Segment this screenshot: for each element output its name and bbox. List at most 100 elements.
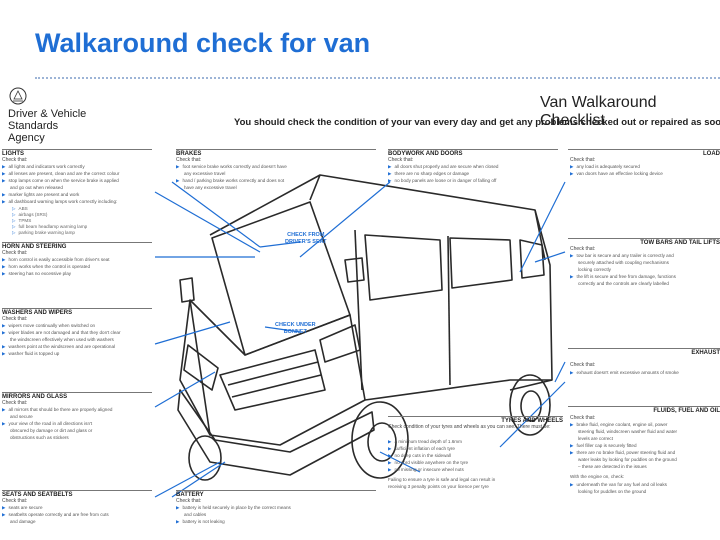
section-heading: SEATS AND SEATBELTS [2,490,152,498]
sub-item: ▷parking brake warning lamp [12,230,75,235]
list-item: levels are correct [578,436,613,441]
list-item: ▶any load is adequately secured [570,164,640,169]
check-that-label: Check that: [570,157,596,163]
list-item: ▶your view of the road in all directions… [2,421,93,426]
list-item: ▶all lenses are present, clean and are t… [2,171,120,176]
list-item: steering fluid, windscreen washer fluid … [578,429,678,434]
callout-drivers-seat-line-1: CHECK FROM [287,232,325,238]
check-that-label: Check that: [570,246,596,252]
section-heading: TYRES AND WHEELS [388,416,563,424]
list-item: ▶underneath the van for any fuel and oil… [570,482,667,487]
agency-name-line-2: Standards [8,120,59,132]
list-item: securely attached with coupling mechanis… [578,260,669,265]
list-item: locking correctly [578,267,611,272]
list-item: and damage [10,519,36,524]
list-item: obstructions such as stickers [10,435,69,440]
section-heading: BRAKES [176,149,376,157]
check-that-label: Check that: [176,157,202,163]
callout-bonnet-line-1: CHECK UNDER [275,322,316,328]
list-item: ▶no cord visible anywhere on the tyre [388,460,469,465]
check-that-label: Check that: [2,316,28,322]
list-item: and secure [10,414,33,419]
list-item: and go out when released [10,185,63,190]
sub-item: ▷ABS [12,206,28,211]
section-heading: LOAD [568,149,720,157]
list-item: ▶stop lamps come on when the service bra… [2,178,119,183]
agency-name-line-3: Agency [8,132,45,144]
list-item: ▶tow bar is secure and any trailer is co… [570,253,674,258]
list-item: ▶no deep cuts in the sidewall [388,453,451,458]
list-item: ▶exhaust doesn't emit excessive amounts … [570,370,679,375]
list-item: the windscreen effectively when used wit… [10,337,114,342]
tyres-footer-note: receiving 3 penalty points on your licen… [388,484,489,489]
sub-item: ▷airbags (SRS) [12,212,48,217]
list-item: ▶all mirrors that should be there are pr… [2,407,113,412]
list-item: ▶there are no sharp edges or damage [388,171,470,176]
check-that-label: Check that: [570,362,596,368]
callout-drivers-seat: CHECK FROM DRIVER'S SEAT [285,232,327,246]
list-item: any excessive travel [184,171,226,176]
list-item: ▶no body panels are loose or in danger o… [388,178,497,183]
list-item: ▶battery is held securely in place by th… [176,505,291,510]
sub-item: ▷TPMS [12,218,32,223]
van-illustration [177,174,553,481]
list-item: ▶battery is not leaking [176,519,225,524]
list-item: ▶no missing or insecure wheel nuts [388,467,464,472]
agency-name-line-1: Driver & Vehicle [8,108,87,120]
check-that-label: Check condition of your tyres and wheels… [388,424,551,430]
check-that-label: Check that: [2,498,28,504]
list-item: ▶steering has no excessive play [2,271,72,276]
section-heading: EXHAUST [568,348,720,356]
list-item: ▶washers point at the windscreen and are… [2,344,116,349]
list-item: ▶wiper blades are not damaged and that t… [2,330,121,335]
callout-bonnet-line-2: BONNET [283,329,307,335]
list-item: ▶the lift is secure and free from damage… [570,274,676,279]
list-item: correctly and the controls are clearly l… [578,281,669,286]
list-item: ▶brake fluid, engine coolant, engine oil… [570,422,668,427]
list-item: ▶hand / parking brake works correctly an… [176,178,285,183]
section-heading: HORN AND STEERING [2,242,152,250]
check-that-label: Check that: [176,498,202,504]
list-item: ▶seatbelts operate correctly and are fre… [2,512,109,517]
checklist-title: Van Walkaround Checklist [540,94,657,129]
check-that-label: Check that: [2,400,28,406]
list-item: With the engine on, check: [570,474,625,479]
list-item: ▶seats are secure [2,505,43,510]
list-item: ▶foot service brake works correctly and … [176,164,287,169]
list-item: water leaks by looking for puddles on th… [578,457,677,462]
section-heading: MIRRORS AND GLASS [2,392,152,400]
section-heading: BODYWORK AND DOORS [388,149,558,157]
title-divider [35,77,720,79]
slide-title: Walkaround check for van [35,28,371,58]
check-that-label: Check that: [388,157,414,163]
callout-drivers-seat-line-2: DRIVER'S SEAT [285,239,327,245]
list-item: ▶all dashboard warning lamps work correc… [2,199,118,204]
tyres-footer-note: Failing to ensure a tyre is safe and leg… [388,477,496,482]
check-that-label: Check that: [2,250,28,256]
section-heading: LIGHTS [2,149,152,157]
list-item: obscured by damage or dirt and glass or [10,428,93,433]
sub-item: ▷full beam headlamp warning lamp [12,224,88,229]
list-item: ▶wipers move continually when switched o… [2,323,96,328]
list-item: ▶a minimum tread depth of 1.6mm [388,439,462,444]
list-item: ▶sufficient inflation of each tyre [388,446,455,451]
list-item: ▶horn works when the control is operated [2,264,91,269]
section-heading: BATTERY [176,490,376,498]
list-item: – these are detected in the issues [578,464,647,469]
section-heading: FLUIDS, FUEL AND OIL [568,406,720,414]
list-item: ▶van doors have an effective locking dev… [570,171,663,176]
list-item: ▶marker lights are present and work [2,192,80,197]
royal-crest-icon [9,87,27,105]
check-that-label: Check that: [570,415,596,421]
list-item: looking for puddles on the ground [578,489,647,494]
list-item: ▶fuel filler cap is securely fitted [570,443,637,448]
callout-bonnet: CHECK UNDER BONNET [275,322,316,336]
list-item: ▶all doors shut properly and are secure … [388,164,499,169]
list-item: ▶there are no brake fluid, power steerin… [570,450,676,455]
list-item: ▶washer fluid is topped up [2,351,60,356]
list-item: have any excessive travel [184,185,237,190]
section-heading: WASHERS AND WIPERS [2,308,152,316]
list-item: and cables [184,512,207,517]
checklist-sheet: Driver & Vehicle Standards Agency Van Wa… [0,82,720,540]
section-heading: TOW BARS AND TAIL LIFTS [568,238,720,246]
